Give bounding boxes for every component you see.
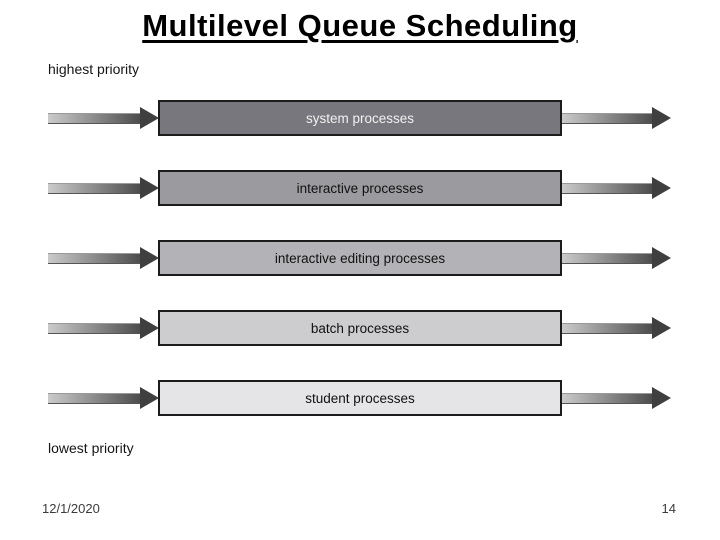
outgoing-arrow-icon: [562, 177, 671, 199]
lowest-priority-label: lowest priority: [48, 440, 134, 456]
queue-box-interactive: interactive processes: [158, 170, 562, 206]
incoming-arrow-icon: [48, 317, 159, 339]
outgoing-arrow-icon: [562, 107, 671, 129]
queue-row-student: student processes: [48, 379, 671, 417]
queue-row-batch: batch processes: [48, 309, 671, 347]
page-number: 14: [661, 501, 676, 516]
queue-box-interactive-editing: interactive editing processes: [158, 240, 562, 276]
outgoing-arrow-icon: [562, 247, 671, 269]
queue-box-student: student processes: [158, 380, 562, 416]
footer-date: 12/1/2020: [42, 501, 100, 516]
incoming-arrow-icon: [48, 177, 159, 199]
slide-title: Multilevel Queue Scheduling: [142, 8, 578, 43]
incoming-arrow-icon: [48, 247, 159, 269]
queue-row-interactive: interactive processes: [48, 169, 671, 207]
outgoing-arrow-icon: [562, 387, 671, 409]
incoming-arrow-icon: [48, 387, 159, 409]
queue-box-batch: batch processes: [158, 310, 562, 346]
queue-box-system: system processes: [158, 100, 562, 136]
highest-priority-label: highest priority: [48, 61, 140, 77]
queue-row-interactive-editing: interactive editing processes: [48, 239, 671, 277]
queue-row-system: system processes: [48, 99, 671, 137]
outgoing-arrow-icon: [562, 317, 671, 339]
incoming-arrow-icon: [48, 107, 159, 129]
